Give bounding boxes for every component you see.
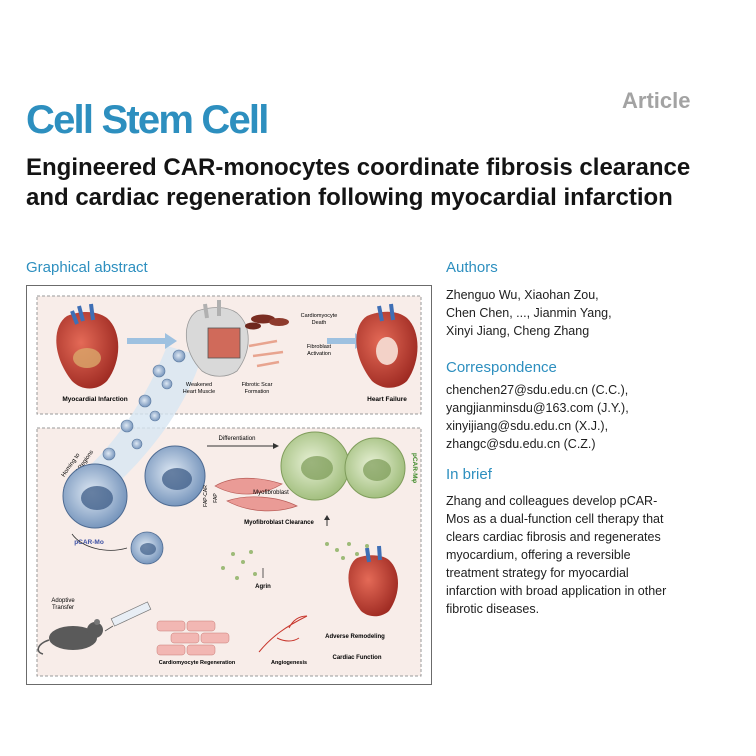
fibroblast-activation-icon — [248, 339, 284, 368]
recovered-heart-icon — [348, 545, 398, 617]
journal-name: Cell Stem Cell — [26, 98, 269, 142]
activation-label: Activation — [307, 351, 331, 357]
brief-line: myocardium, offering a reversible — [446, 548, 631, 562]
heart-failure-label: Heart Failure — [367, 396, 407, 403]
graphical-abstract-heading: Graphical abstract — [26, 259, 148, 276]
fap-car-label: FAP-CAR — [203, 485, 209, 507]
pcar-monocyte-cell — [130, 531, 164, 565]
email-link[interactable]: zhangc@sdu.edu.cn (C.Z.) — [446, 437, 596, 451]
brief-line: treatment strategy for myocardial — [446, 566, 629, 580]
pcar-monocyte-cell — [62, 463, 128, 529]
blood-vessel-icon — [258, 615, 308, 653]
adverse-remodeling-label: Adverse Remodeling — [325, 634, 385, 640]
pcar-mphi-label: pCAR-Mφ — [411, 453, 418, 484]
weakened-heart-icon — [185, 300, 249, 377]
fibrotic-scar-label: Fibrotic Scar — [242, 382, 273, 388]
adoptive-transfer-label: Adoptive — [51, 598, 75, 604]
authors-list: Zhenguo Wu, Xiaohan Zou, Chen Chen, ...,… — [446, 286, 706, 340]
agrin-label: Agrin — [255, 584, 271, 590]
pcar-macrophage-cell — [344, 437, 406, 499]
death-label: Cardiomyocyte — [301, 313, 338, 319]
brief-line: clears cardiac fibrosis and regenerates — [446, 530, 661, 544]
myocardial-infarction-label: Myocardial Infarction — [62, 396, 127, 403]
fap-label: FAP — [213, 493, 219, 503]
pcar-mo-label: pCAR-Mo — [74, 539, 104, 546]
pcar-monocyte-cell — [144, 445, 206, 507]
authors-heading: Authors — [446, 259, 498, 276]
article-title: Engineered CAR-monocytes coordinate fibr… — [26, 154, 691, 211]
mouse-icon — [37, 619, 103, 655]
authors-line: Zhenguo Wu, Xiaohan Zou, — [446, 288, 599, 302]
angiogenesis-label: Angiogenesis — [271, 660, 307, 666]
authors-line: Chen Chen, ..., Jianmin Yang, — [446, 306, 612, 320]
weakened-label: Heart Muscle — [183, 389, 215, 395]
in-brief-text: Zhang and colleagues develop pCAR- Mos a… — [446, 492, 711, 618]
email-link[interactable]: xinyijiang@sdu.edu.cn (X.J.), — [446, 419, 609, 433]
correspondence-list: chenchen27@sdu.edu.cn (C.C.), yangjianmi… — [446, 381, 716, 453]
infarct-heart-icon — [56, 303, 119, 389]
brief-line: fibrotic diseases. — [446, 602, 540, 616]
cardiomyocyte-death-icon — [245, 314, 289, 330]
email-link[interactable]: chenchen27@sdu.edu.cn (C.C.), — [446, 383, 629, 397]
brief-line: Zhang and colleagues develop pCAR- — [446, 494, 658, 508]
fibrotic-scar-label: Formation — [245, 389, 270, 395]
agrin-particles — [221, 542, 369, 580]
arrow-icon — [273, 443, 279, 449]
cardiomyocyte-tissue — [156, 620, 230, 656]
article-type-label: Article — [622, 88, 691, 113]
syringe-icon — [104, 601, 152, 632]
death-label: Death — [312, 320, 327, 326]
cardiac-function-label: Cardiac Function — [332, 655, 381, 661]
circulating-monocytes — [102, 349, 186, 461]
activation-label: Fibroblast — [307, 344, 332, 350]
heart-failure-icon — [356, 303, 418, 388]
authors-line: Xinyi Jiang, Cheng Zhang — [446, 324, 590, 338]
up-arrow-icon — [324, 515, 330, 520]
email-link[interactable]: yangjianminsdu@163.com (J.Y.), — [446, 401, 629, 415]
myofibroblast-label: Myofibroblast — [253, 490, 289, 496]
arrow-icon — [71, 533, 128, 551]
graphical-abstract-svg: Myocardial Infarction Weakened Heart Mus… — [36, 295, 422, 677]
pcar-macrophage-cell — [280, 431, 350, 501]
correspondence-heading: Correspondence — [446, 359, 557, 376]
myofibroblast-clearance-label: Myofibroblast Clearance — [244, 520, 314, 526]
in-brief-heading: In brief — [446, 466, 492, 483]
graphical-abstract-figure: Myocardial Infarction Weakened Heart Mus… — [26, 285, 432, 685]
brief-line: Mos as a dual-function cell therapy that — [446, 512, 664, 526]
cardiomyocyte-regeneration-label: Cardiomyocyte Regeneration — [159, 660, 236, 666]
myofibroblast-cell — [214, 477, 298, 512]
weakened-label: Weakened — [186, 382, 212, 388]
brief-line: infarction with broad application in oth… — [446, 584, 667, 598]
arrow-icon — [165, 333, 177, 349]
adoptive-transfer-label: Transfer — [52, 605, 74, 611]
differentiation-label: Differentiation — [219, 436, 256, 442]
